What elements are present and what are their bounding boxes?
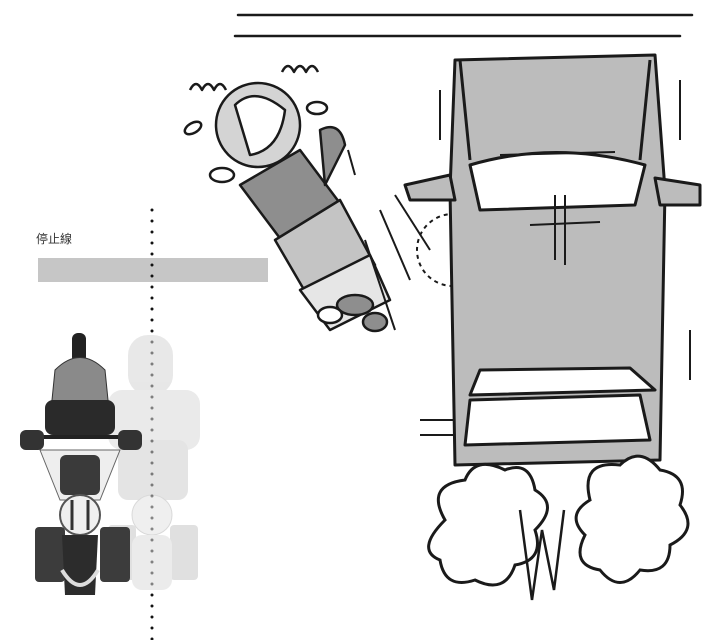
stop-line-bar [38,258,268,282]
road-edge-lines [233,13,694,38]
impact-smoke-icon [427,454,690,601]
car-top-view-icon [403,53,702,467]
stop-line-label: 停止線 [36,232,73,246]
falling-rider-icon [183,64,431,333]
ghost-motorcycle-icon [108,335,200,590]
motorcycle-top-view-icon [20,333,142,595]
